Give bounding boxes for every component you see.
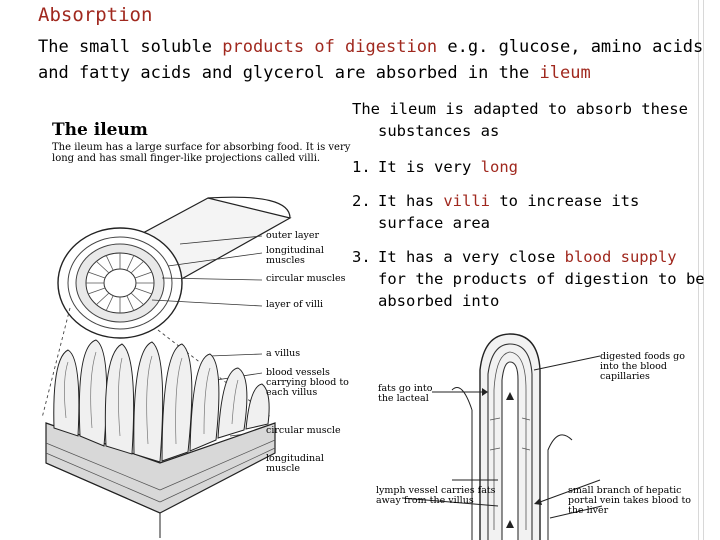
villi-rays	[86, 253, 154, 313]
label-layer-of-villi: layer of villi	[266, 299, 324, 310]
label-blood-vessels: blood vessels carrying blood to each vil…	[266, 367, 349, 398]
label-longitudinal-muscles: longitudinal muscles	[266, 245, 324, 266]
item-number: 1.	[352, 158, 371, 176]
item-text-post: to increase its surface area	[378, 192, 640, 232]
intro-part-2: e.g. glucose, amino acids and fatty acid…	[38, 37, 704, 83]
item-text: It is very long	[378, 156, 518, 178]
label-fats: fats go into the lacteal	[378, 383, 433, 404]
figure-description: The ileum has a large surface for absorb…	[52, 142, 351, 164]
adaptation-item-1: 1. It is very long	[352, 156, 712, 178]
label-digested-foods: digested foods go into the blood capilla…	[600, 351, 685, 382]
villus-figure: digested foods go into the blood capilla…	[372, 330, 702, 540]
intro-text: The small soluble products of digestion …	[38, 34, 708, 86]
intro-part-1: The small soluble	[38, 37, 223, 57]
label-longitudinal-muscle: longitudinal muscle	[266, 453, 324, 474]
item-text-pre: It has a very close	[378, 248, 565, 266]
intro-highlight-products: products of digestion	[222, 37, 438, 57]
item-text-pre: It has	[378, 192, 444, 210]
intro-highlight-ileum: ileum	[539, 63, 591, 83]
item-number: 2.	[352, 192, 371, 210]
item-highlight-blood-supply: blood supply	[564, 248, 677, 266]
villus-drawing	[401, 333, 603, 540]
item-highlight-long: long	[480, 158, 518, 176]
item-text: It has a very close blood supply for the…	[378, 246, 712, 312]
item-highlight-villi: villi	[443, 192, 490, 210]
label-portal-vein: small branch of hepatic portal vein take…	[568, 485, 691, 516]
ileum-drawing	[41, 196, 292, 538]
adaptation-item-2: 2. It has villi to increase its surface …	[352, 190, 712, 234]
adaptations-lead: The ileum is adapted to absorb these sub…	[352, 100, 688, 140]
label-circular-muscle: circular muscle	[266, 425, 341, 436]
item-text: It has villi to increase its surface are…	[378, 190, 712, 234]
item-text-pre: It is very	[378, 158, 481, 176]
ileum-figure: The ileum The ileum has a large surface …	[40, 118, 350, 540]
item-text-post: for the products of digestion to be abso…	[378, 270, 705, 310]
label-outer-layer: outer layer	[266, 230, 320, 241]
slide-title: Absorption	[38, 4, 153, 26]
label-circular-muscles: circular muscles	[266, 273, 346, 284]
label-a-villus: a villus	[266, 348, 301, 359]
item-number: 3.	[352, 248, 371, 266]
adaptation-item-3: 3. It has a very close blood supply for …	[352, 246, 712, 312]
slide-right-border	[698, 0, 704, 540]
villi-projections	[53, 339, 270, 463]
adaptations-list: The ileum is adapted to absorb these sub…	[352, 98, 712, 324]
label-lymph-vessel: lymph vessel carries fats away from the …	[376, 485, 496, 506]
figure-title: The ileum	[52, 120, 148, 140]
